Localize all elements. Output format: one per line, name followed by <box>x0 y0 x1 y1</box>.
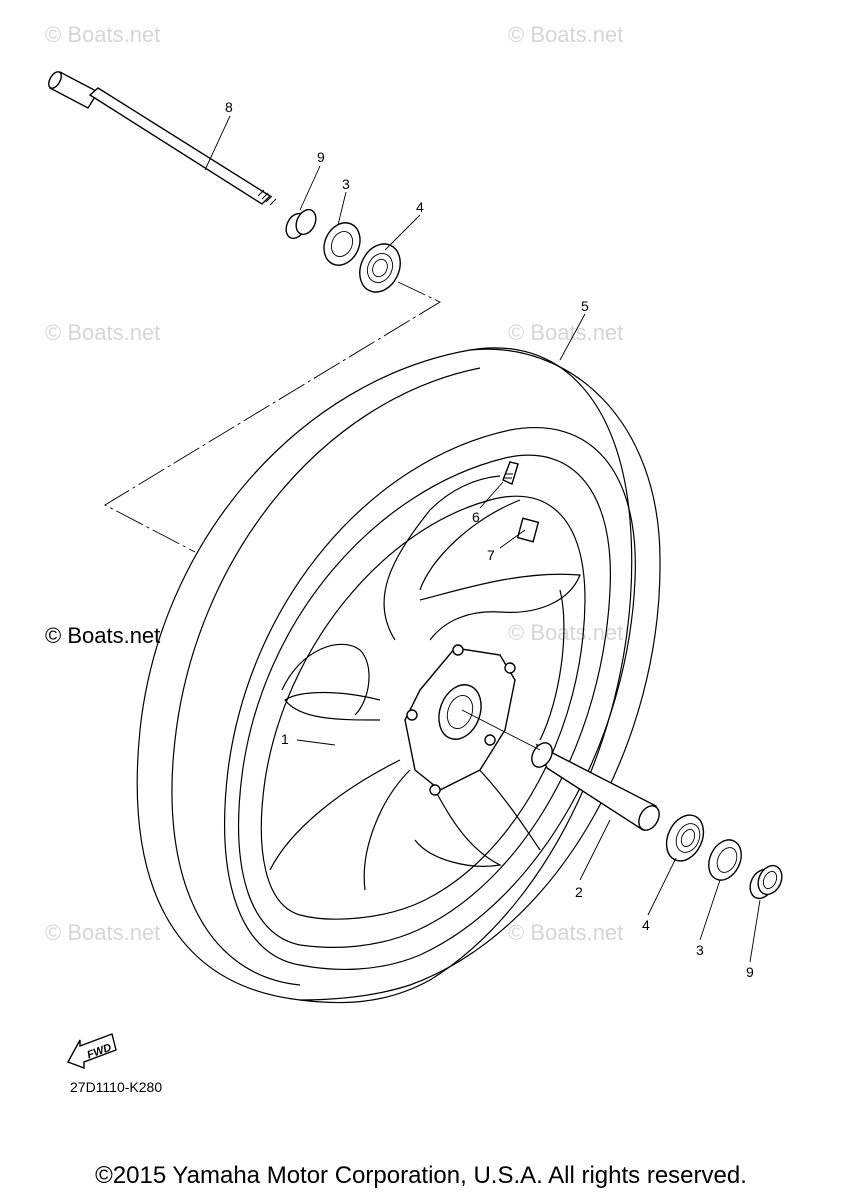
oil-seal-part-3-lower <box>708 839 742 881</box>
watermark-mid-right: © Boats.net <box>508 320 623 345</box>
watermark-bottom-right: © Boats.net <box>508 920 623 945</box>
callout-1: 1 <box>281 731 289 747</box>
copyright-notice: ©2015 Yamaha Motor Corporation, U.S.A. A… <box>95 1162 747 1189</box>
watermark-bottom-left: © Boats.net <box>45 920 160 945</box>
callout-3-upper: 3 <box>342 176 350 192</box>
watermark-top-left: © Boats.net <box>45 22 160 47</box>
forward-arrow-icon: FWD <box>66 1033 117 1070</box>
leader-lines <box>204 115 761 963</box>
diagram-code: 27D1110-K280 <box>70 1079 162 1095</box>
callout-4-upper: 4 <box>416 199 424 215</box>
axle-part-8 <box>48 71 277 206</box>
callout-8: 8 <box>225 99 233 115</box>
tire-part-5 <box>136 347 661 1004</box>
wheel-hub <box>404 644 516 796</box>
watermark-mid-left: © Boats.net <box>45 320 160 345</box>
callout-7: 7 <box>487 547 495 563</box>
watermark-center-left: © Boats.net <box>45 623 160 648</box>
callout-2: 2 <box>575 884 583 900</box>
collar-part-9-lower <box>749 864 783 900</box>
collar-part-2 <box>531 742 660 831</box>
collar-part-9-upper <box>285 208 317 240</box>
callout-9-upper: 9 <box>317 149 325 165</box>
assembly-guide-line <box>104 281 441 553</box>
bearing-part-4-lower <box>665 814 705 862</box>
watermark-top-right: © Boats.net <box>508 22 623 47</box>
callout-6: 6 <box>472 509 480 525</box>
cast-wheel-part-1 <box>260 475 586 920</box>
balance-weight-part-7 <box>516 517 540 543</box>
callout-5: 5 <box>581 298 589 314</box>
callout-9-lower: 9 <box>746 964 754 980</box>
valve-stem-part-6 <box>502 461 519 485</box>
callout-3-lower: 3 <box>696 942 704 958</box>
bearing-part-4-upper <box>359 243 401 293</box>
oil-seal-part-3-upper <box>323 222 361 266</box>
callout-4-lower: 4 <box>642 917 650 933</box>
watermark-center-right: © Boats.net <box>508 620 623 645</box>
